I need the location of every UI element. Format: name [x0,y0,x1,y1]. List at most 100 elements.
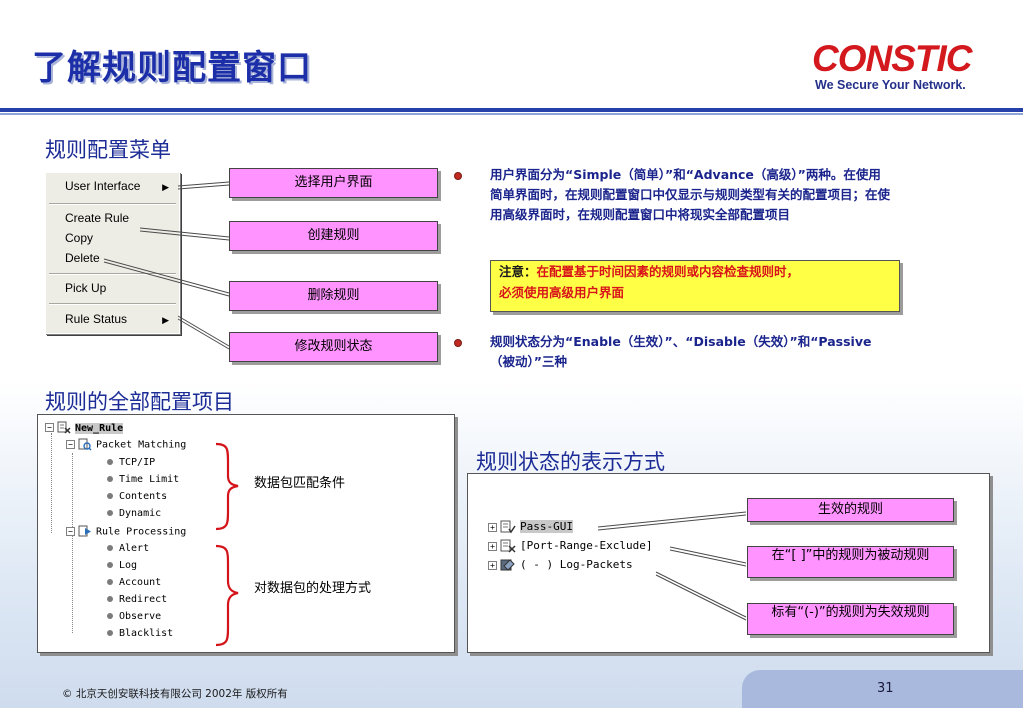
tree-leaf-label: Alert [119,543,150,554]
rule-status-list: + Pass-GUI +[Port-Range-Exclude] + ( - ) L… [467,473,990,653]
menu-separator [49,203,176,205]
callout-disabled-rule: 标有“(-)”的规则为失效规则 [747,603,954,635]
callout-create-rule: 创建规则 [229,221,438,251]
callout-enabled-rule: 生效的规则 [747,498,954,522]
collapse-icon[interactable]: − [66,440,75,449]
rule-disabled-icon [57,421,71,434]
process-arrow-icon [78,525,91,537]
rule-context-menu: User Interface ▶ Create Rule Copy Delete… [45,172,180,334]
collapse-icon[interactable]: − [66,527,75,536]
callout-delete-rule: 删除规则 [229,281,438,311]
page-title: 了解规则配置窗口 [32,48,312,88]
tree-leaf-label: Dynamic [119,508,162,519]
tree-leaf-label: TCP/IP [119,457,156,468]
rule-disabled-icon [500,559,515,571]
tree-leaf[interactable]: Redirect [107,593,167,607]
leaf-icon [107,630,113,636]
menu-item-create-rule[interactable]: Create Rule [65,211,129,225]
leaf-icon [107,613,113,619]
leaf-icon [107,459,113,465]
connector-lines [103,181,747,621]
brace-label-matching: 数据包匹配条件 [254,476,346,491]
page-number: 31 [877,681,894,696]
tree-leaf-label: Account [119,577,162,588]
menu-item-label: Delete [65,251,100,265]
constic-logo: CONSTIC We Secure Your Network. [806,38,1011,96]
rule-item-port-range-exclude[interactable]: +[Port-Range-Exclude] [488,539,652,553]
rule-item-label: ( - ) Log-Packets [520,558,633,571]
tree-leaf[interactable]: TCP/IP [107,456,155,470]
note-prefix: 注意： [499,264,537,279]
collapse-icon[interactable]: − [45,423,54,432]
callout-select-ui: 选择用户界面 [229,168,438,198]
leaf-icon [107,579,113,585]
menu-separator [49,273,176,275]
callout-modify-status: 修改规则状态 [229,332,438,362]
tree-leaf[interactable]: Observe [107,610,161,624]
menu-item-label: Pick Up [65,281,107,295]
brace-rule-processing [215,544,239,647]
attention-note: 注意：在配置基于时间因素的规则或内容检查规则时， 必须使用高级用户界面 [490,260,900,312]
leaf-icon [107,562,113,568]
tree-leaf[interactable]: Dynamic [107,507,161,521]
leaf-icon [107,596,113,602]
rule-enabled-icon [500,520,516,534]
footer-tab [742,670,1023,708]
copyright-notice: © 北京天创安联科技有限公司 2002年 版权所有 [62,688,288,700]
bullet-icon [454,339,462,347]
menu-item-delete[interactable]: Delete [65,251,100,265]
rule-item-label: Pass-GUI [520,520,573,533]
tree-leaf-label: Log [119,560,138,571]
menu-item-label: Copy [65,231,94,245]
menu-item-user-interface[interactable]: User Interface [65,179,140,193]
brace-label-processing: 对数据包的处理方式 [254,581,372,596]
tree-leaf[interactable]: Account [107,576,161,590]
bullet-ui-explanation: 用户界面分为“Simple（简单）”和“Advance（高级）”两种。在使用简单… [490,167,891,222]
leaf-icon [107,493,113,499]
tree-leaf[interactable]: Log [107,559,137,573]
rule-config-tree: −New_Rule − Packet Matching TCP/IP Time L… [37,414,455,653]
magnifier-icon [78,438,92,451]
menu-item-rule-status[interactable]: Rule Status [65,312,127,326]
brace-icons [215,442,239,647]
rule-item-log-packets[interactable]: + ( - ) Log-Packets [488,558,633,572]
tree-leaf-label: Contents [119,491,168,502]
tree-leaf[interactable]: Time Limit [107,473,179,487]
header-divider-light [0,113,1023,115]
leaf-icon [107,510,113,516]
menu-item-pick-up[interactable]: Pick Up [65,281,106,295]
menu-item-copy[interactable]: Copy [65,231,93,245]
tree-leaf[interactable]: Alert [107,542,149,556]
menu-item-label: User Interface [65,179,141,193]
expand-icon[interactable]: + [488,541,497,551]
bullet-icon [454,172,462,180]
tree-guide [51,433,52,533]
leaf-icon [107,476,113,482]
rule-item-pass-gui[interactable]: + Pass-GUI [488,520,573,534]
tree-node-root[interactable]: −New_Rule [45,421,124,436]
brace-packet-matching [215,442,239,531]
tree-leaf-label: Time Limit [119,474,180,485]
header-divider [0,108,1023,112]
tree-node-rule-processing[interactable]: − Rule Processing [66,525,186,540]
leaf-icon [107,545,113,551]
tree-leaf-label: Observe [119,611,162,622]
note-text-line2: 必须使用高级用户界面 [499,285,625,300]
submenu-arrow-icon: ▶ [162,315,169,325]
tree-node-packet-matching[interactable]: − Packet Matching [66,438,186,453]
tree-leaf-label: Redirect [119,594,168,605]
tree-node-label: Packet Matching [96,439,187,451]
callout-passive-rule: 在“[ ]”中的规则为被动规则 [747,546,954,578]
expand-icon[interactable]: + [488,522,497,532]
tree-leaf[interactable]: Contents [107,490,167,504]
menu-item-label: Create Rule [65,211,130,225]
expand-icon[interactable]: + [488,560,497,570]
menu-section-heading: 规则配置菜单 [45,138,171,162]
menu-item-label: Rule Status [65,312,128,326]
tree-leaf-label: Blacklist [119,628,174,639]
tree-guide [72,453,73,633]
tree-leaf[interactable]: Blacklist [107,627,173,641]
tree-node-label: Rule Processing [96,526,187,538]
menu-separator [49,303,176,305]
